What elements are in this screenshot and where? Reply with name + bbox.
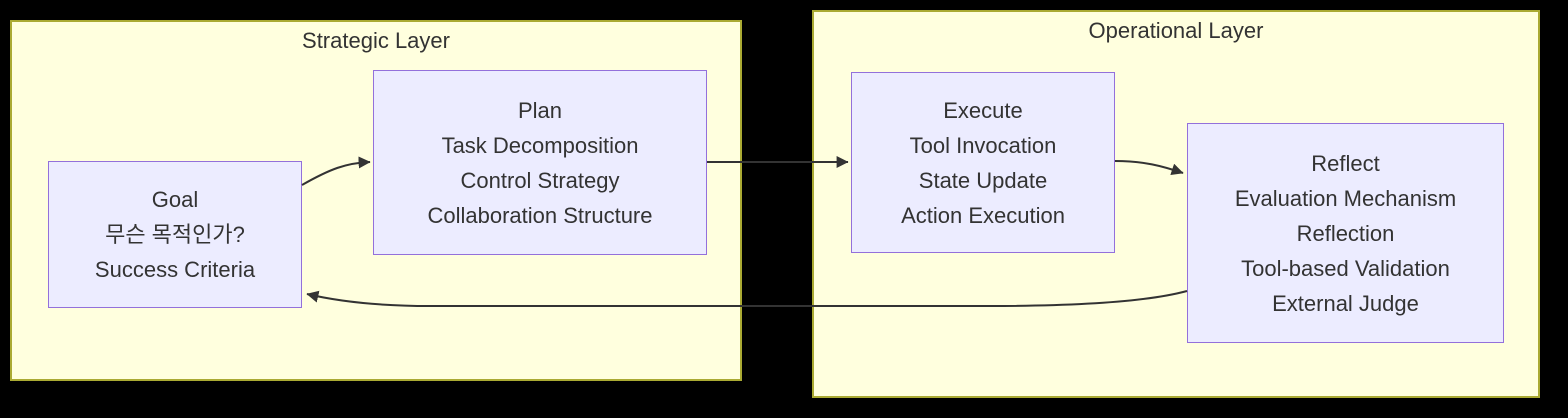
goal-node: Goal 무슨 목적인가? Success Criteria	[48, 161, 302, 308]
reflect-node-title: Reflect	[1311, 150, 1380, 176]
execute-node: Execute Tool Invocation State Update Act…	[851, 72, 1115, 253]
reflect-node-line: Reflection	[1296, 220, 1395, 246]
plan-node-line: Task Decomposition	[441, 132, 639, 158]
plan-node: Plan Task Decomposition Control Strategy…	[373, 70, 707, 255]
goal-node-line: Success Criteria	[94, 257, 256, 282]
operational-layer-title: Operational Layer	[1088, 18, 1264, 43]
reflect-node: Reflect Evaluation Mechanism Reflection …	[1187, 123, 1504, 343]
execute-node-line: Action Execution	[901, 202, 1065, 228]
plan-node-line: Collaboration Structure	[427, 202, 653, 228]
plan-node-line: Control Strategy	[460, 167, 620, 193]
execute-node-line: State Update	[918, 167, 1048, 193]
goal-node-title: Goal	[151, 187, 199, 212]
goal-node-line: 무슨 목적인가?	[105, 222, 245, 247]
strategic-layer-title: Strategic Layer	[302, 28, 450, 53]
reflect-node-line: Evaluation Mechanism	[1234, 185, 1457, 211]
plan-node-title: Plan	[517, 97, 563, 123]
reflect-node-line: Tool-based Validation	[1241, 255, 1450, 281]
execute-node-line: Tool Invocation	[909, 132, 1057, 158]
execute-node-title: Execute	[943, 97, 1023, 123]
reflect-node-line: External Judge	[1272, 290, 1419, 316]
